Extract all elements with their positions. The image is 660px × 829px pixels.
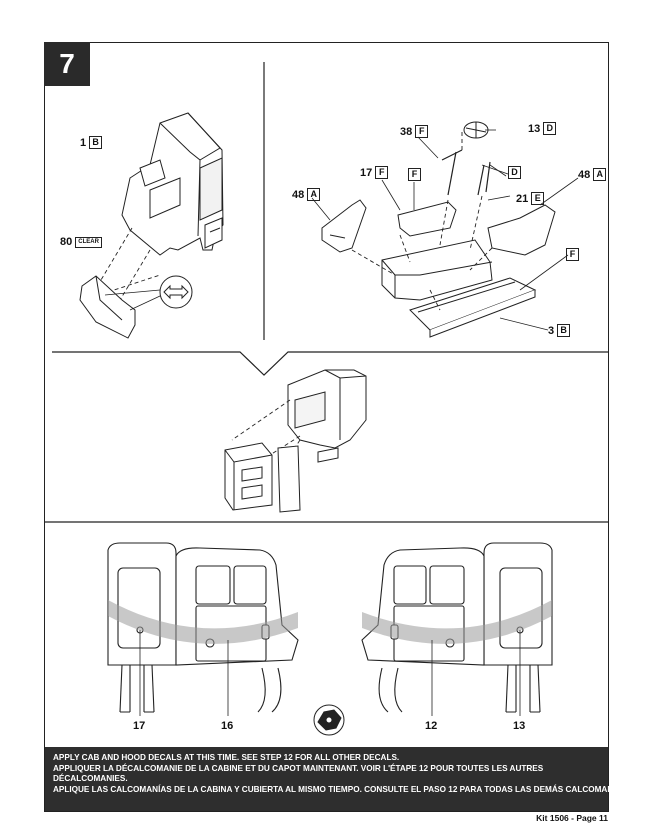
cab-subassembly-drawing — [287, 369, 367, 463]
subassembly-divider — [52, 351, 608, 376]
label-part-21: 21 E — [516, 192, 545, 205]
label-seat-right: 48 A — [578, 168, 607, 181]
label-part-38: 38 F — [400, 125, 429, 138]
decal-number: 13 — [513, 720, 526, 732]
double-arrow-icon — [159, 275, 193, 309]
label-floor: 3 B — [548, 324, 571, 337]
label-pedals: D — [508, 166, 521, 179]
steering-column-drawing — [441, 149, 491, 196]
steering-wheel-drawing — [463, 121, 489, 139]
notice-french-line1: APPLIQUER LA DÉCALCOMANIE DE LA CABINE E… — [53, 763, 544, 773]
cab-shell-drawing — [121, 112, 224, 256]
label-part-f: F — [408, 168, 421, 181]
page-footer: Kit 1506 - Page 11 — [536, 813, 608, 823]
notice-french-line2: DÉCALCOMANIES. — [53, 774, 128, 783]
label-seat-left: 48 A — [292, 188, 321, 201]
decal-notice: APPLY CAB AND HOOD DECALS AT THIS TIME. … — [45, 747, 630, 811]
notice-english: APPLY CAB AND HOOD DECALS AT THIS TIME. … — [53, 753, 400, 762]
notice-spanish: APLIQUE LAS CALCOMANÍAS DE LA CABINA Y C… — [53, 784, 630, 794]
interior-tub-drawing — [381, 239, 537, 338]
decal-stripe-right — [362, 600, 552, 644]
step-number: 7 — [44, 42, 90, 86]
decal-number: 16 — [221, 720, 234, 732]
interior-subassembly-drawing — [224, 442, 301, 513]
window-part-drawing — [79, 275, 136, 339]
label-part-17: 17 F — [360, 166, 389, 179]
dash-panel-drawing — [397, 201, 457, 237]
label-window: 80 CLEAR — [60, 236, 102, 248]
instruction-frame — [44, 42, 609, 812]
label-cab: 1 B — [80, 136, 103, 149]
decal-stripe-left — [108, 600, 298, 644]
seat-left-drawing — [321, 199, 367, 253]
decal-number: 12 — [425, 720, 438, 732]
decal-sheet-icon — [313, 704, 345, 736]
label-floor-f: F — [566, 248, 579, 261]
label-steering-wheel: 13 D — [528, 122, 557, 135]
seat-right-drawing — [487, 204, 556, 256]
decal-number: 17 — [133, 720, 146, 732]
